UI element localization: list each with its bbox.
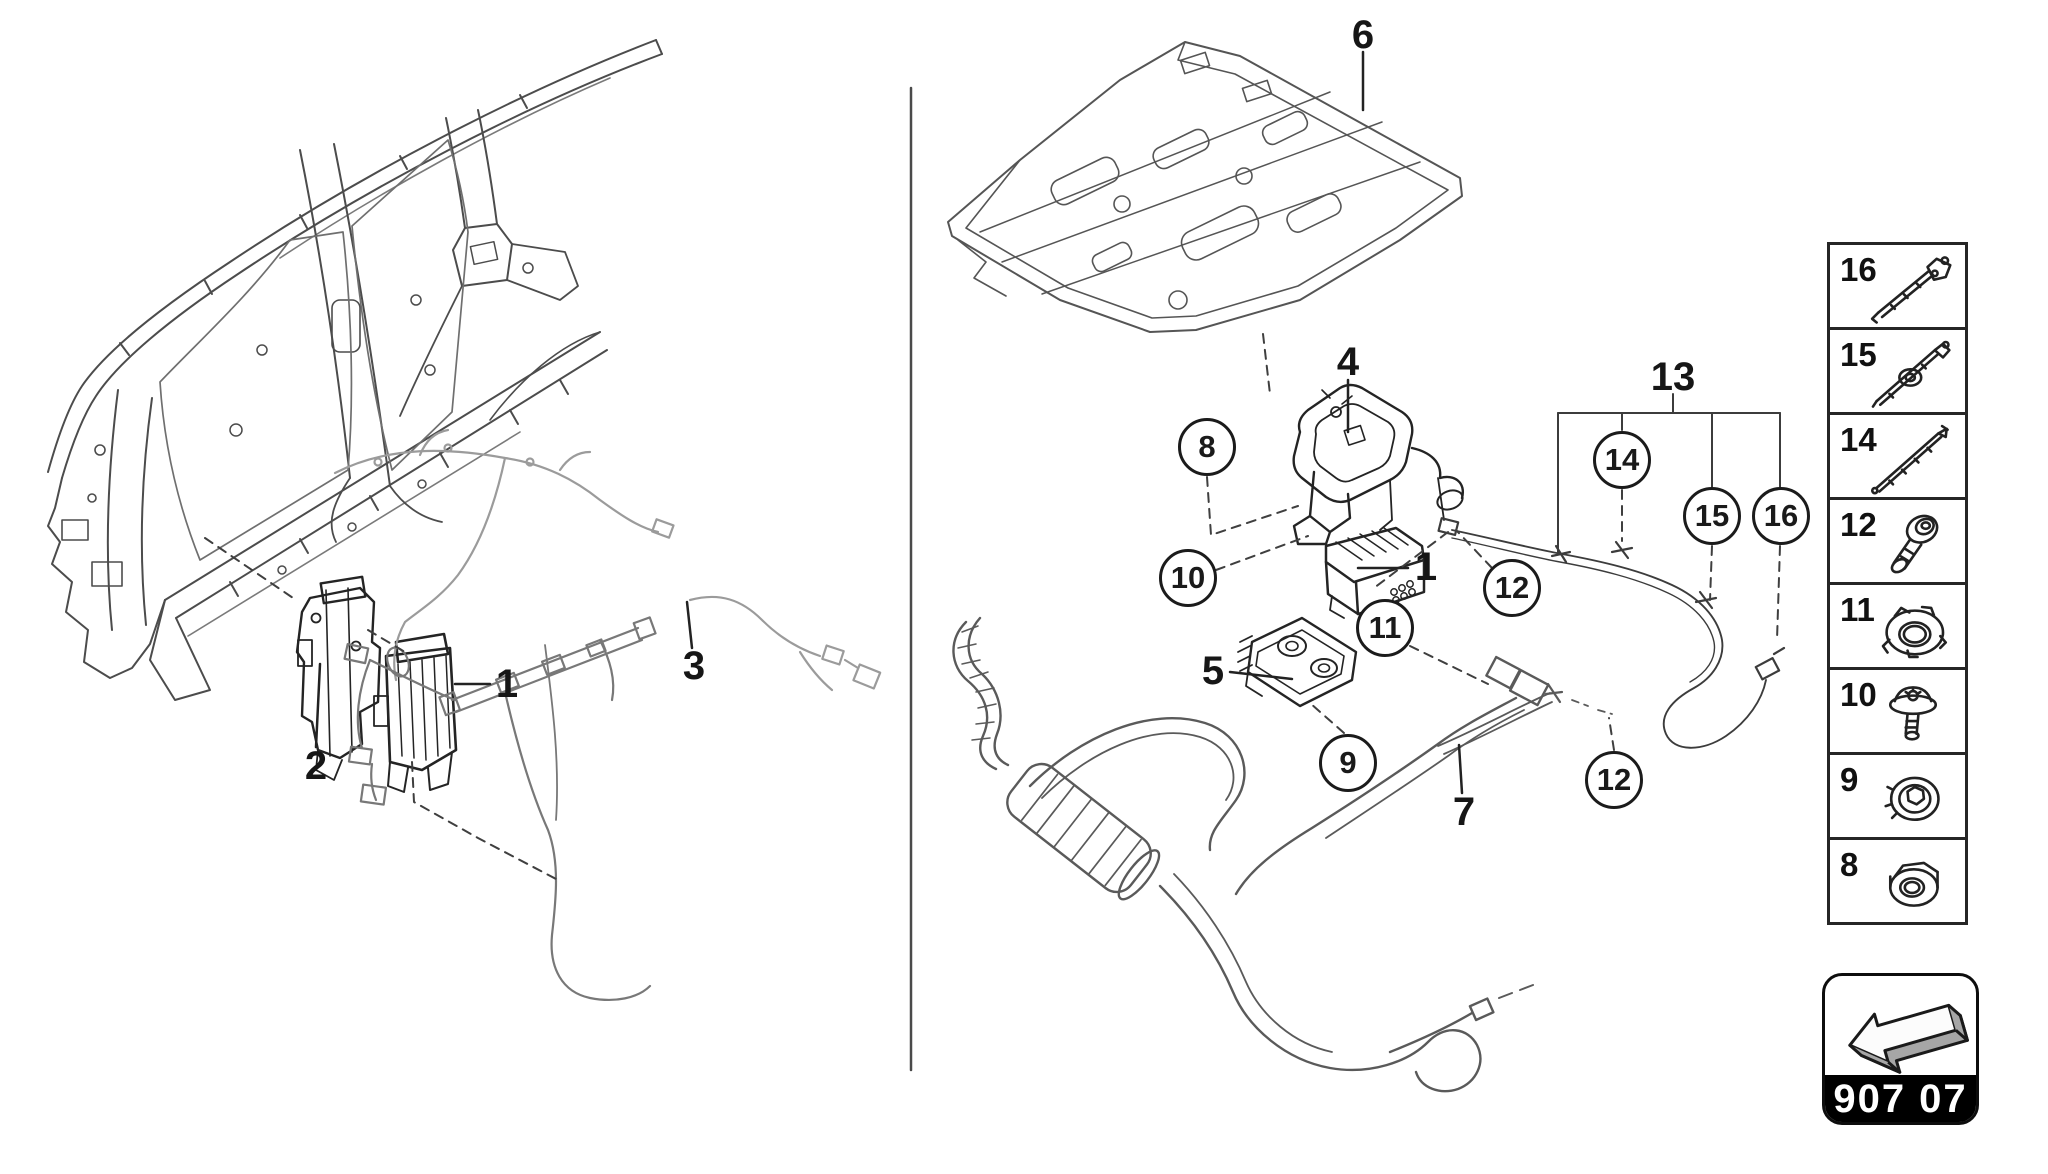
clip-nut-icon xyxy=(1863,587,1963,667)
body-side-frame-drawing xyxy=(48,40,662,700)
rear-shelf-panel-part6-drawing xyxy=(948,42,1462,332)
cable-tie-clip-icon xyxy=(1863,332,1963,412)
callout-12-lower[interactable]: 12 xyxy=(1585,751,1643,809)
bracket-part4-drawing xyxy=(1294,385,1466,544)
legend-row-10[interactable]: 10 xyxy=(1827,667,1968,755)
part-group-code: 907 07 xyxy=(1833,1076,1968,1121)
callout-12-upper[interactable]: 12 xyxy=(1483,559,1541,617)
part-label-1-left[interactable]: 1 xyxy=(495,662,519,706)
part-label-3[interactable]: 3 xyxy=(682,644,706,688)
control-module-part1-right-drawing xyxy=(1326,528,1424,618)
fastener-legend: 16 15 14 12 xyxy=(1827,242,1968,925)
part-label-13[interactable]: 13 xyxy=(1650,355,1696,399)
part-group-code-band: 907 07 xyxy=(1825,1075,1976,1122)
legend-row-9[interactable]: 9 xyxy=(1827,752,1968,840)
right-dashed-leaders xyxy=(1207,334,1780,750)
cone-nut-icon xyxy=(1863,757,1963,837)
legend-row-14[interactable]: 14 xyxy=(1827,412,1968,500)
part-label-1-right[interactable]: 1 xyxy=(1414,545,1438,589)
legend-number: 11 xyxy=(1840,591,1875,628)
direction-arrow-icon xyxy=(1829,982,1977,1078)
legend-number: 8 xyxy=(1840,846,1859,883)
cable-tie-long-icon xyxy=(1863,247,1963,327)
legend-number: 9 xyxy=(1840,761,1859,798)
cable-tie-icon xyxy=(1863,417,1963,497)
harness-connector-cluster-drawing xyxy=(345,617,656,1000)
part-label-5[interactable]: 5 xyxy=(1201,649,1225,693)
part-label-6[interactable]: 6 xyxy=(1351,13,1375,57)
callout-16[interactable]: 16 xyxy=(1752,487,1810,545)
washer-screw-icon xyxy=(1863,672,1963,752)
bracket-part5-drawing xyxy=(1238,618,1356,706)
legend-number: 15 xyxy=(1840,336,1877,373)
group13-bracket-lines xyxy=(1558,394,1780,552)
left-dashed-leaders xyxy=(205,538,558,880)
callout-8[interactable]: 8 xyxy=(1178,418,1236,476)
part-label-4[interactable]: 4 xyxy=(1336,340,1360,384)
flange-nut-icon xyxy=(1863,842,1963,922)
callout-9[interactable]: 9 xyxy=(1319,734,1377,792)
callout-11[interactable]: 11 xyxy=(1356,599,1414,657)
part-label-2[interactable]: 2 xyxy=(304,744,328,788)
harness-part7-drawing xyxy=(953,618,1612,1091)
callout-14[interactable]: 14 xyxy=(1593,431,1651,489)
socket-bolt-icon xyxy=(1863,502,1963,582)
left-solid-leaders xyxy=(316,602,692,747)
wiring-harness-part3-drawing xyxy=(335,430,880,690)
legend-number: 10 xyxy=(1840,676,1877,713)
legend-row-15[interactable]: 15 xyxy=(1827,327,1968,415)
legend-number: 12 xyxy=(1840,506,1877,543)
legend-row-8[interactable]: 8 xyxy=(1827,837,1968,925)
legend-row-11[interactable]: 11 xyxy=(1827,582,1968,670)
legend-number: 14 xyxy=(1840,421,1877,458)
part-label-7[interactable]: 7 xyxy=(1452,790,1476,834)
legend-row-12[interactable]: 12 xyxy=(1827,497,1968,585)
legend-row-16[interactable]: 16 xyxy=(1827,242,1968,330)
legend-number: 16 xyxy=(1840,251,1877,288)
right-solid-leaders xyxy=(1230,52,1462,793)
control-module-part1-left-drawing xyxy=(374,634,456,792)
callout-15[interactable]: 15 xyxy=(1683,487,1741,545)
part-group-badge[interactable]: 907 07 xyxy=(1822,973,1979,1125)
callout-10[interactable]: 10 xyxy=(1159,549,1217,607)
